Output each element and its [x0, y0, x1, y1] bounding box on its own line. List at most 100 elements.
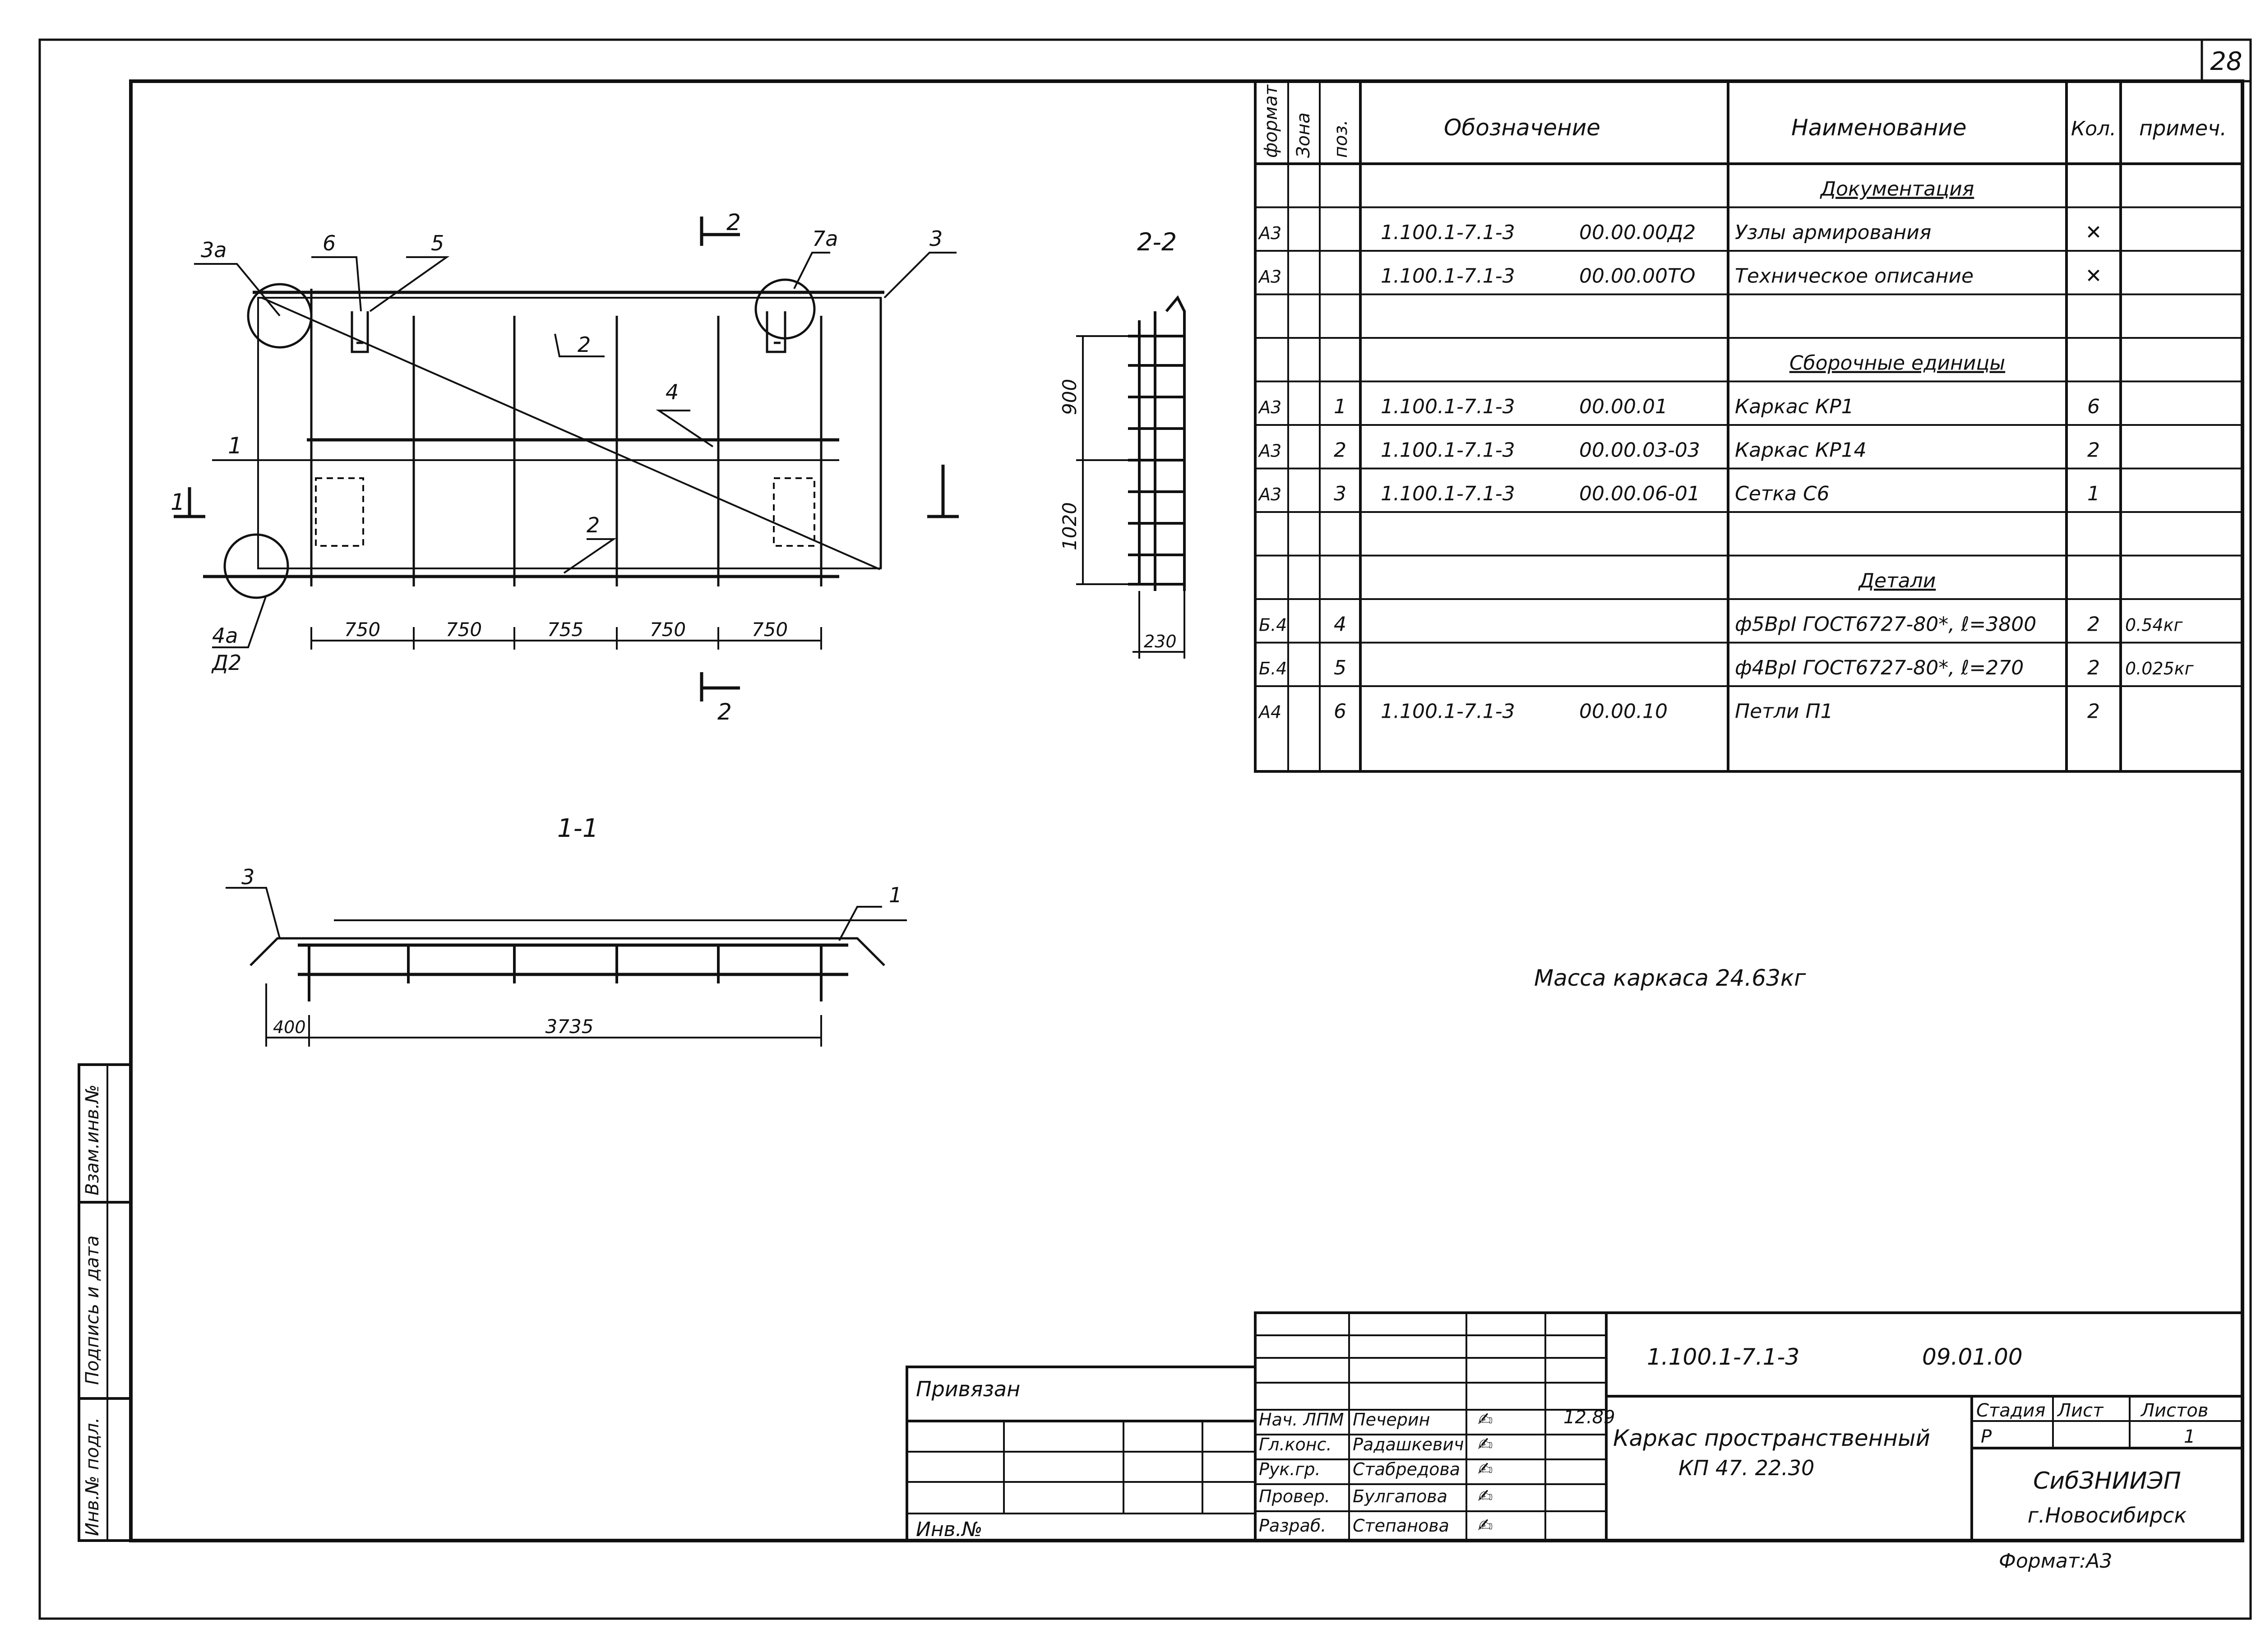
section-1-1-title: 1-1 [557, 814, 598, 843]
spec-cell-pos: 5 [1334, 656, 1346, 679]
format-note: Формат:А3 [1999, 1550, 2112, 1573]
header-name: Наименование [1791, 115, 1967, 141]
tb-role: Разраб. [1259, 1516, 1326, 1536]
callout-3-section: 3 [241, 865, 254, 889]
callout-6: 6 [323, 231, 336, 255]
spec-cell-designation: 1.100.1-7.1-3 [1381, 439, 1515, 462]
header-format: формат [1261, 84, 1281, 158]
spec-cell-name: Каркас КР1 [1735, 395, 1854, 418]
spec-cell-format: Б.4 [1259, 659, 1287, 678]
dim-230: 230 [1144, 632, 1177, 651]
section-mark-1-left: 1 [228, 433, 242, 459]
tb-role: Гл.конс. [1259, 1435, 1332, 1454]
spec-row: А3 1 1.100.1-7.1-3 00.00.01 Каркас КР1 6 [1257, 395, 2100, 418]
doc-suffix: 09.01.00 [1922, 1344, 2023, 1370]
section-mark-1-arrow: 1 [171, 489, 185, 515]
section-mark-2-bottom: 2 [717, 699, 732, 725]
org-name: СибЗНИИЭП [2033, 1467, 2181, 1495]
tb-role-row: Разраб.Степанова✍ [1259, 1515, 1493, 1536]
stage-value: Р [1981, 1426, 1992, 1447]
spec-cell-name: Документация [1820, 178, 1974, 201]
spec-row: Документация [1820, 178, 1974, 201]
sheet-label: Лист [2057, 1400, 2104, 1421]
callout-2-top: 2 [578, 332, 591, 357]
spec-cell-code: 00.00.01 [1579, 395, 1668, 418]
spec-row: Детали [1858, 569, 1936, 592]
spec-cell-qty: ✕ [2085, 265, 2102, 288]
tb-person: Стабредова [1353, 1459, 1460, 1479]
header-note: примеч. [2139, 116, 2227, 140]
spec-cell-name: Сетка С6 [1735, 482, 1830, 505]
dim-755: 755 [547, 618, 583, 641]
spec-cell-format: А3 [1257, 267, 1281, 287]
header-pos: поз. [1331, 120, 1351, 158]
signature-icon: ✍ [1478, 1486, 1493, 1507]
spec-cell-qty: 2 [2087, 656, 2100, 679]
tb-person: Булгапова [1353, 1486, 1447, 1506]
dim-750-2: 750 [446, 618, 482, 641]
spec-cell-format: А3 [1257, 441, 1281, 461]
spec-cell-pos: 3 [1334, 482, 1346, 505]
spec-cell-qty: ✕ [2085, 221, 2102, 244]
spec-cell-pos: 4 [1334, 613, 1346, 636]
sheet-number: 28 [2210, 47, 2242, 76]
outer-border [38, 38, 2252, 1620]
tb-role: Нач. ЛПМ [1259, 1410, 1344, 1430]
dim-1020: 1020 [1059, 502, 1081, 550]
callout-4: 4 [666, 380, 679, 404]
section-2-2-title: 2-2 [1137, 228, 1177, 256]
dim-400: 400 [273, 1017, 306, 1037]
spec-cell-qty: 6 [2087, 395, 2100, 418]
spec-cell-qty: 2 [2087, 613, 2100, 636]
section-mark-2-top: 2 [726, 209, 741, 235]
header-zone: Зона [1293, 112, 1314, 158]
spec-cell-name: Сборочные единицы [1789, 352, 2005, 375]
sheets-value: 1 [2184, 1426, 2195, 1447]
item-name: Каркас пространственный [1613, 1425, 1930, 1451]
spec-cell-code: 00.00.03-03 [1579, 439, 1700, 462]
mass-note: Масса каркаса 24.63кг [1534, 965, 1806, 991]
tb-role: Рук.гр. [1259, 1459, 1321, 1479]
binding-label: Привязан [916, 1377, 1020, 1401]
spec-cell-format: А3 [1257, 223, 1281, 243]
tb-person: Степанова [1353, 1516, 1449, 1536]
spec-cell-name: Узлы армирования [1735, 221, 1931, 244]
spec-cell-code: 00.00.00ТО [1579, 265, 1695, 288]
callout-3a: 3а [201, 238, 227, 262]
spec-cell-designation: 1.100.1-7.1-3 [1381, 395, 1515, 418]
org-city: г.Новосибирск [2028, 1503, 2187, 1527]
spec-cell-pos: 1 [1334, 395, 1346, 418]
header-designation: Обозначение [1444, 115, 1600, 141]
callout-2-bottom: 2 [587, 513, 600, 537]
spec-cell-format: А3 [1257, 397, 1281, 417]
header-qty: Кол. [2071, 117, 2116, 140]
item-code: КП 47. 22.30 [1678, 1456, 1814, 1480]
drawing-frame [129, 79, 2244, 1542]
tb-person: Печерин [1353, 1410, 1430, 1430]
spec-cell-name: Каркас КР14 [1735, 439, 1867, 462]
plan-view: 3а 6 5 7а 3 2 4 2 4а Д2 2 2 1 1 750 750 … [171, 209, 959, 725]
callout-3: 3 [929, 226, 943, 251]
tb-role-row: Гл.конс.Радашкевич✍ [1259, 1434, 1493, 1455]
spec-cell-pos: 6 [1334, 700, 1346, 723]
spec-cell-qty: 2 [2087, 700, 2100, 723]
spec-cell-pos: 2 [1334, 439, 1346, 462]
tb-date: 12.89 [1563, 1407, 1615, 1428]
spec-cell-designation: 1.100.1-7.1-3 [1381, 221, 1515, 244]
spec-cell-code: 00.00.06-01 [1579, 482, 1700, 505]
spec-cell-name: ф5ВрI ГОСТ6727-80*, ℓ=3800 [1735, 613, 2036, 636]
binding-block: Привязан Инв.№ [906, 1366, 1257, 1542]
binding-inv: Инв.№ [916, 1518, 982, 1541]
spec-cell-name: Детали [1858, 569, 1936, 592]
spec-cell-format: А4 [1257, 702, 1281, 722]
spec-cell-designation: 1.100.1-7.1-3 [1381, 482, 1515, 505]
spec-cell-format: Б.4 [1259, 615, 1287, 635]
dim-750-3: 750 [650, 618, 686, 641]
